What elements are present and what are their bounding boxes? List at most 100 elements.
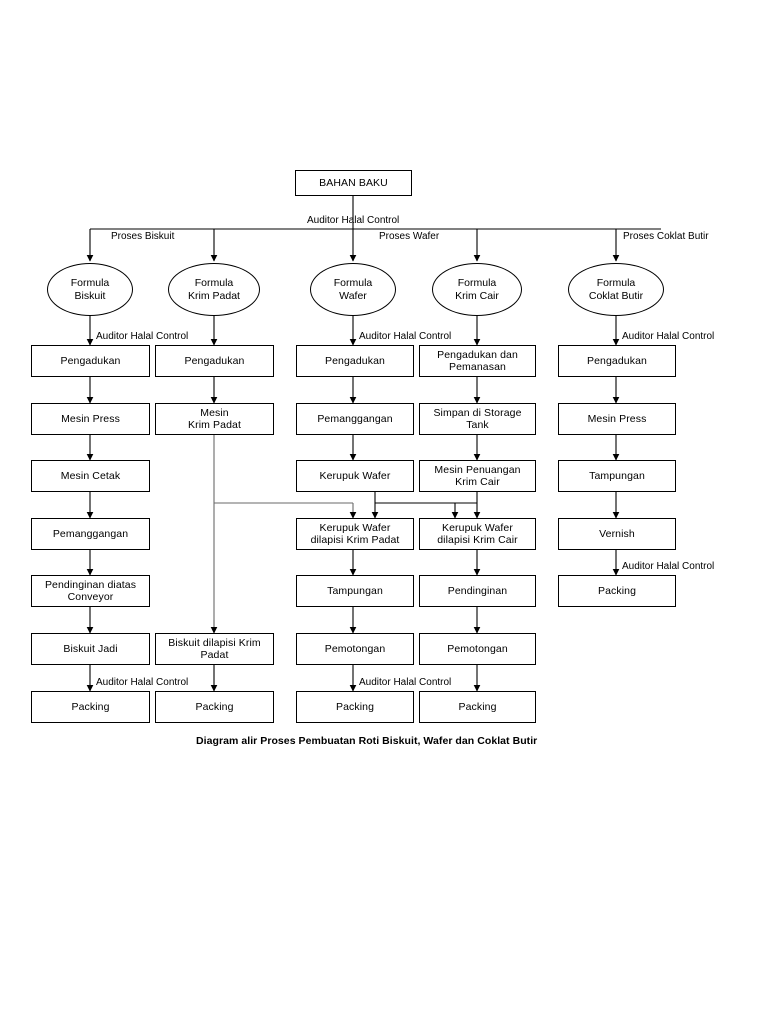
node-label: Simpan di Storage Tank [433, 407, 521, 431]
node-c1-pemanggangan[interactable]: Pemanggangan [31, 518, 150, 550]
edge-label-auditor-col5-packing: Auditor Halal Control [622, 561, 715, 572]
node-label-line2: Krim Cair [455, 476, 500, 488]
node-c3-packing[interactable]: Packing [296, 691, 414, 723]
formula-line2: Biskuit [74, 289, 106, 302]
node-c2-biskuit-dilapisi-krim-padat[interactable]: Biskuit dilapisi Krim Padat [155, 633, 274, 665]
formula-text: Formula Coklat Butir [589, 277, 643, 302]
node-label: Kerupuk Wafer dilapisi Krim Padat [311, 522, 400, 546]
node-label-line1: Kerupuk Wafer [442, 522, 513, 534]
node-c4-pendinginan[interactable]: Pendinginan [419, 575, 536, 607]
formula-line2: Krim Padat [188, 289, 240, 302]
node-c3-kerupuk-wafer[interactable]: Kerupuk Wafer [296, 460, 414, 492]
node-label: Tampungan [327, 585, 383, 597]
node-c4-packing[interactable]: Packing [419, 691, 536, 723]
formula-line1: Formula [457, 277, 497, 289]
node-c1-mesin-cetak[interactable]: Mesin Cetak [31, 460, 150, 492]
node-label-line1: Mesin [200, 407, 229, 419]
node-label-line1: Pendinginan diatas [44, 579, 137, 591]
node-c1-packing[interactable]: Packing [31, 691, 150, 723]
node-label: Biskuit Jadi [63, 643, 118, 655]
node-c3-tampungan[interactable]: Tampungan [296, 575, 414, 607]
node-label-line2: Padat [200, 649, 229, 661]
node-label: Pemotongan [447, 643, 508, 655]
node-label: Packing [335, 701, 375, 713]
node-formula-coklat-butir[interactable]: Formula Coklat Butir [568, 263, 664, 316]
node-label: Pengadukan dan Pemanasan [437, 349, 518, 373]
branch-label-proses-biskuit: Proses Biskuit [111, 231, 175, 242]
node-label: Biskuit dilapisi Krim Padat [168, 637, 261, 661]
node-c1-mesin-press[interactable]: Mesin Press [31, 403, 150, 435]
formula-line2: Wafer [339, 289, 367, 302]
node-c3-pemanggangan[interactable]: Pemanggangan [296, 403, 414, 435]
edge-label-auditor-col5-top: Auditor Halal Control [622, 331, 715, 342]
formula-text: Formula Krim Padat [188, 277, 240, 302]
node-bahan-baku[interactable]: BAHAN BAKU [295, 170, 412, 196]
node-c5-packing[interactable]: Packing [558, 575, 676, 607]
node-label-line2: Krim Padat [188, 419, 241, 431]
node-label: Mesin Press [587, 413, 647, 425]
node-formula-krim-padat[interactable]: Formula Krim Padat [168, 263, 260, 316]
node-c3-pemotongan[interactable]: Pemotongan [296, 633, 414, 665]
branch-label-proses-coklat-butir: Proses Coklat Butir [623, 231, 709, 242]
node-label-line1: Biskuit dilapisi Krim [168, 637, 261, 649]
node-label: Pengadukan [325, 355, 385, 367]
node-label: Pengadukan [60, 355, 121, 367]
node-label: Tampungan [589, 470, 645, 482]
node-c5-vernish[interactable]: Vernish [558, 518, 676, 550]
node-c4-mesin-penuangan-krim-cair[interactable]: Mesin Penuangan Krim Cair [419, 460, 536, 492]
node-label: Mesin Cetak [60, 470, 121, 482]
node-label-line2: Conveyor [67, 591, 114, 603]
node-c1-pendinginan-conveyor[interactable]: Pendinginan diatas Conveyor [31, 575, 150, 607]
node-formula-biskuit[interactable]: Formula Biskuit [47, 263, 133, 316]
formula-text: Formula Wafer [334, 277, 373, 302]
formula-line1: Formula [333, 277, 373, 289]
node-label: Mesin Penuangan Krim Cair [434, 464, 520, 488]
node-c2-mesin-krim-padat[interactable]: Mesin Krim Padat [155, 403, 274, 435]
node-label-line2: Pemanasan [449, 361, 506, 373]
branch-label-proses-wafer: Proses Wafer [379, 231, 440, 242]
edge-label-auditor-col3-top: Auditor Halal Control [359, 331, 452, 342]
edge-label-root-auditor: Auditor Halal Control [307, 215, 400, 226]
edge-label-auditor-col3-packing: Auditor Halal Control [359, 677, 452, 688]
node-c1-biskuit-jadi[interactable]: Biskuit Jadi [31, 633, 150, 665]
node-label: Kerupuk Wafer [319, 470, 391, 482]
node-c4-kerupuk-wafer-dilapisi-krim-cair[interactable]: Kerupuk Wafer dilapisi Krim Cair [419, 518, 536, 550]
node-label-line2: dilapisi Krim Cair [437, 534, 518, 546]
node-label: Pemanggangan [317, 413, 393, 425]
node-label-line2: Tank [466, 419, 489, 431]
edge-label-auditor-col1-top: Auditor Halal Control [96, 331, 189, 342]
node-label: Mesin Krim Padat [188, 407, 241, 431]
node-label: Pengadukan [587, 355, 647, 367]
node-label-line1: Simpan di Storage [433, 407, 522, 419]
node-label-line2: dilapisi Krim Padat [310, 534, 400, 546]
node-c4-pengadukan-dan-pemanasan[interactable]: Pengadukan dan Pemanasan [419, 345, 536, 377]
node-c3-kerupuk-wafer-dilapisi-krim-padat[interactable]: Kerupuk Wafer dilapisi Krim Padat [296, 518, 414, 550]
node-label: Pengadukan [184, 355, 245, 367]
node-label: Pemanggangan [52, 528, 129, 540]
node-label-line1: Pengadukan dan [437, 349, 518, 361]
node-c4-simpan-di-storage-tank[interactable]: Simpan di Storage Tank [419, 403, 536, 435]
node-c5-pengadukan[interactable]: Pengadukan [558, 345, 676, 377]
node-label: BAHAN BAKU [319, 177, 388, 189]
node-label: Packing [195, 701, 234, 713]
node-label: Pemotongan [324, 643, 386, 655]
formula-line1: Formula [194, 277, 234, 289]
node-c1-pengadukan[interactable]: Pengadukan [31, 345, 150, 377]
node-label: Kerupuk Wafer dilapisi Krim Cair [437, 522, 518, 546]
node-c4-pemotongan[interactable]: Pemotongan [419, 633, 536, 665]
node-c3-pengadukan[interactable]: Pengadukan [296, 345, 414, 377]
node-formula-wafer[interactable]: Formula Wafer [310, 263, 396, 316]
node-formula-krim-cair[interactable]: Formula Krim Cair [432, 263, 522, 316]
edge-label-auditor-col1-packing: Auditor Halal Control [96, 677, 189, 688]
node-label: Packing [458, 701, 497, 713]
node-c5-tampungan[interactable]: Tampungan [558, 460, 676, 492]
node-c2-packing[interactable]: Packing [155, 691, 274, 723]
formula-line1: Formula [596, 277, 636, 289]
node-label-line1: Mesin Penuangan [434, 464, 521, 476]
node-label-line1: Kerupuk Wafer [319, 522, 391, 534]
node-label: Packing [597, 585, 637, 597]
node-c5-mesin-press[interactable]: Mesin Press [558, 403, 676, 435]
node-c2-pengadukan[interactable]: Pengadukan [155, 345, 274, 377]
